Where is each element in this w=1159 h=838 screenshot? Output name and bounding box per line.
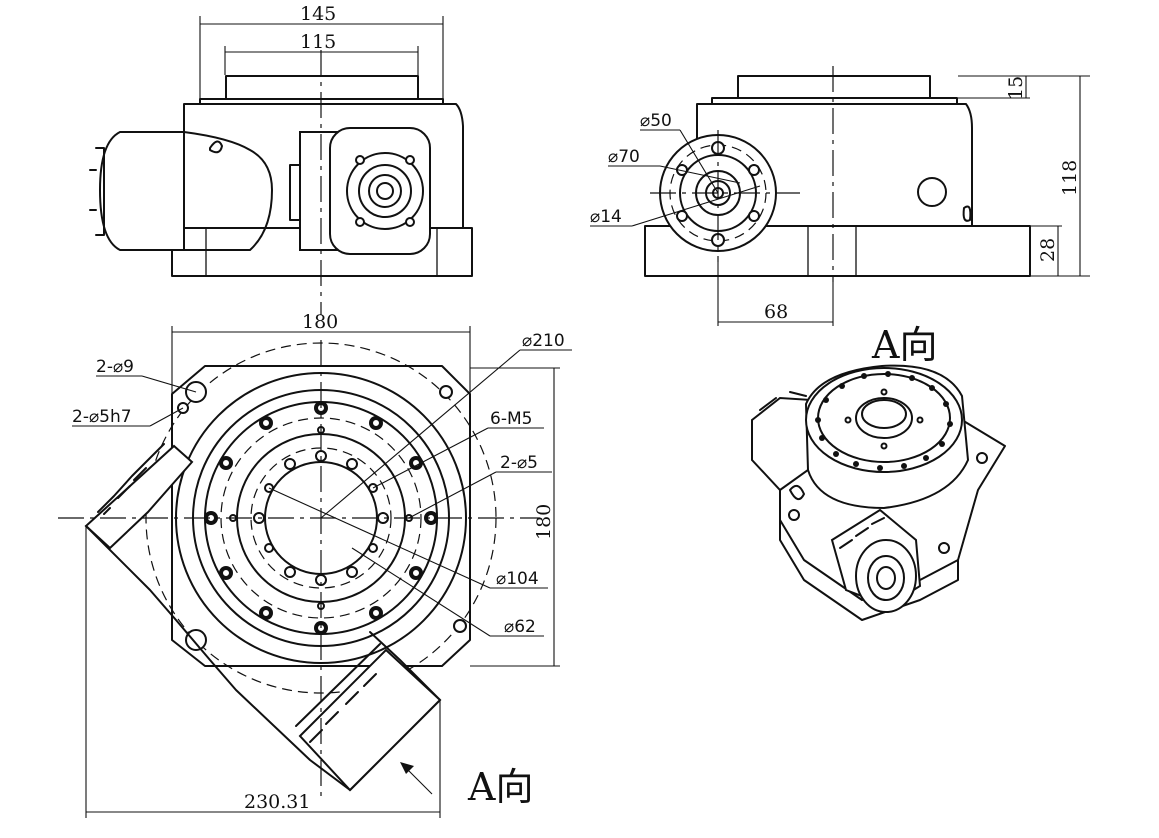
view-label-a-top: A向 [871,323,937,367]
dim-180-side: 180 [533,504,555,540]
callout-d14: ⌀14 [590,207,622,227]
callout-2d9: 2-⌀9 [96,357,134,377]
callout-d104: ⌀104 [496,569,539,589]
dim-230-31: 230.31 [244,791,310,813]
dim-68: 68 [764,301,788,323]
dim-28: 28 [1037,238,1059,262]
plan-view: 180 180 [58,311,572,818]
callout-2d5: 2-⌀5 [500,453,538,473]
isometric-view: A向 [751,323,1006,621]
callout-d210: ⌀210 [522,331,565,351]
dim-115: 115 [300,31,336,53]
callout-6m5: 6-M5 [490,409,532,429]
callout-d50: ⌀50 [640,111,672,131]
callout-d70: ⌀70 [608,147,640,167]
dim-15: 15 [1005,76,1027,100]
view-label-a-bottom: A向 [467,765,533,809]
side-view: ⌀50 ⌀70 ⌀14 68 118 15 28 [590,66,1090,326]
front-view: 145 115 [89,3,473,315]
dim-180-top: 180 [302,311,338,333]
callout-2d5h7: 2-⌀5h7 [72,407,132,427]
dim-145: 145 [300,3,336,25]
callout-d62: ⌀62 [504,617,536,637]
dim-118: 118 [1059,160,1081,196]
